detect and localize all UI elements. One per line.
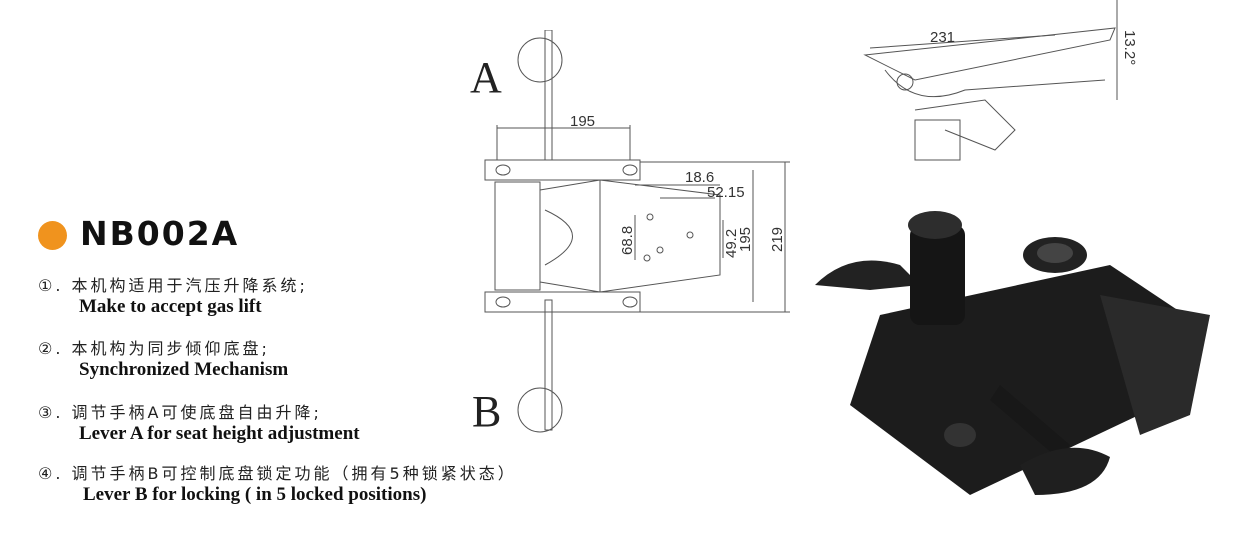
dim-length: 231 (930, 29, 955, 46)
feature-item: ①. 本机构适用于汽压升降系统; Make to accept gas lift (38, 272, 308, 318)
feature-number: ①. (38, 276, 64, 295)
feature-cn: 调节手柄B可控制底盘锁定功能（拥有5种锁紧状态） (71, 464, 517, 483)
dim-height-inner: 195 (737, 227, 754, 252)
lever-a-label: A (470, 53, 502, 102)
lever-b-label: B (472, 387, 502, 436)
dim-d3: 68.8 (619, 226, 636, 255)
feature-en: Make to accept gas lift (79, 296, 262, 317)
feature-cn: 本机构为同步倾仰底盘; (71, 339, 270, 358)
dim-d1: 18.6 (685, 169, 714, 186)
feature-en: Synchronized Mechanism (79, 359, 289, 380)
feature-item: ②. 本机构为同步倾仰底盘; Synchronized Mechanism (38, 335, 288, 381)
feature-item: ④. 调节手柄B可控制底盘锁定功能（拥有5种锁紧状态） Lever B for … (38, 460, 517, 506)
product-photo (815, 211, 1210, 495)
dim-d4: 49.2 (723, 229, 740, 258)
top-view-drawing: 195 18.6 52.15 68.8 49.2 195 219 (484, 30, 790, 433)
feature-cn: 调节手柄A可使底盘自由升降; (71, 403, 322, 422)
dim-d2: 52.15 (707, 184, 745, 201)
dim-width-top: 195 (570, 113, 595, 130)
feature-en: Lever A for seat height adjustment (79, 423, 360, 444)
side-view-drawing: 231 13.2° (863, 0, 1138, 161)
dim-height-outer: 219 (769, 227, 786, 252)
dim-angle: 13.2° (1121, 30, 1138, 65)
feature-item: ③. 调节手柄A可使底盘自由升降; Lever A for seat heigh… (38, 399, 360, 445)
feature-en: Lever B for locking ( in 5 locked positi… (83, 484, 427, 505)
feature-number: ②. (38, 339, 64, 358)
feature-cn: 本机构适用于汽压升降系统; (71, 276, 308, 295)
accent-dot (38, 221, 67, 250)
feature-number: ④. (38, 464, 64, 483)
model-title: NB002A (80, 214, 240, 253)
feature-number: ③. (38, 403, 64, 422)
